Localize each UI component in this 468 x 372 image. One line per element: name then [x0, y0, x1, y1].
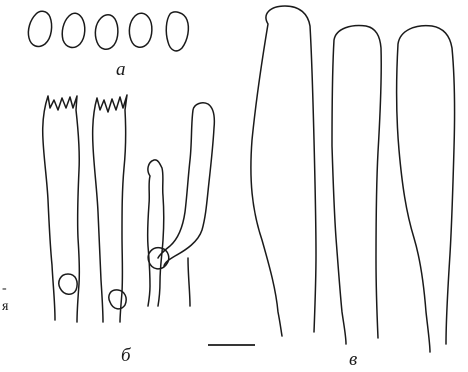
cystidium [332, 26, 381, 344]
edge-text-fragment: я [2, 300, 8, 314]
spore [28, 11, 51, 46]
spore [62, 13, 85, 47]
basidium [93, 95, 127, 322]
basal-clamp [109, 290, 126, 309]
panel-b-basidia [43, 95, 215, 322]
cystidium [397, 26, 455, 352]
panel-a-spores [28, 11, 188, 51]
basal-clamp [59, 274, 77, 294]
spore [166, 12, 188, 51]
spore [129, 13, 152, 47]
basidiole [158, 103, 214, 306]
basidiole [148, 160, 164, 306]
panel-label-c: в [349, 350, 357, 369]
panel-c-cystidia [251, 6, 455, 352]
edge-text-fragment: - [2, 282, 7, 296]
cystidium [251, 6, 316, 336]
panel-label-b: б [121, 346, 131, 365]
spore [95, 15, 118, 50]
panel-label-a: а [116, 60, 126, 79]
basidium [43, 96, 80, 322]
